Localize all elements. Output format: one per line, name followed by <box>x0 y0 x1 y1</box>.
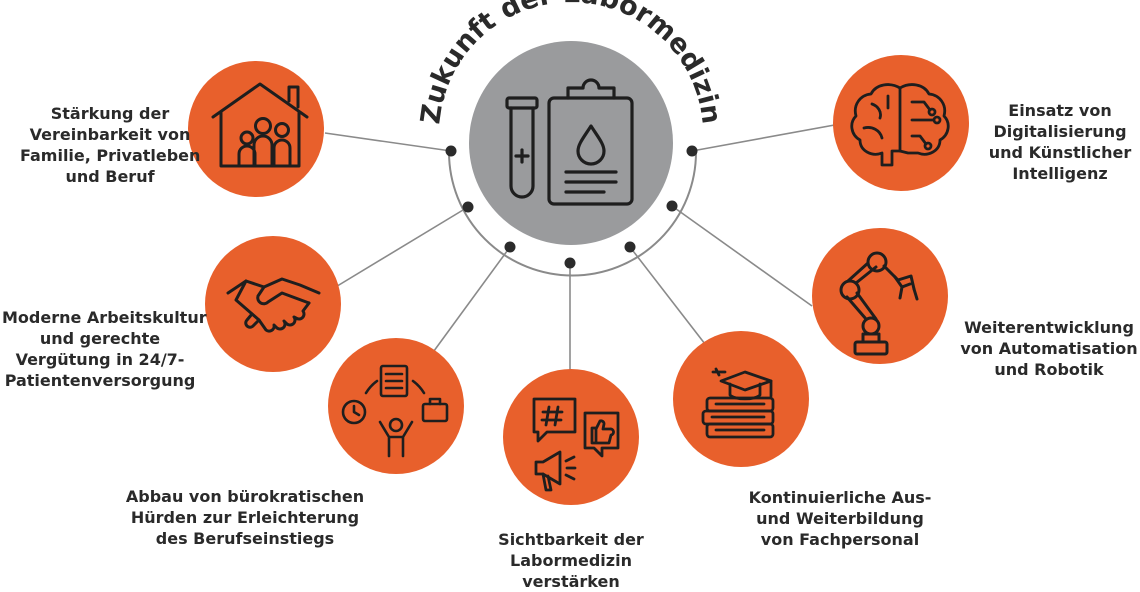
handshake-icon <box>226 277 321 333</box>
node-ai <box>833 55 969 191</box>
connector-education <box>629 246 706 345</box>
brain-circuit-icon <box>850 83 950 167</box>
family-house-icon <box>211 82 309 168</box>
label-ai: Einsatz von Digitalisierung und Künstlic… <box>988 101 1132 183</box>
node-visibility <box>503 369 639 505</box>
connector-culture <box>328 206 469 292</box>
connector-dots <box>445 145 698 269</box>
books-graduation-cap-icon <box>701 367 775 439</box>
node-circle <box>205 236 341 372</box>
label-visibility: Sichtbarkeit der Labormedizin verstärken <box>498 530 644 591</box>
connector-bureaucracy <box>430 246 511 356</box>
label-education: Kontinuierliche Aus- und Weiterbildung v… <box>748 488 932 549</box>
node-education <box>673 331 809 467</box>
node-circle <box>812 228 948 364</box>
label-bureaucracy: Abbau von bürokratischen Hürden zur Erle… <box>125 487 365 548</box>
hub <box>469 41 673 245</box>
connector-ai <box>691 123 841 152</box>
workflow-person-icon <box>341 364 449 458</box>
node-circle <box>328 338 464 474</box>
label-automation: Weiterentwicklung von Automatisation und… <box>960 318 1138 379</box>
node-bureaucracy <box>328 338 464 474</box>
social-media-megaphone-icon <box>532 397 620 492</box>
label-culture: Moderne Arbeitskultur und gerechte Vergü… <box>2 308 207 390</box>
node-culture <box>205 236 341 372</box>
label-family: Stärkung der Vereinbarkeit von Familie, … <box>20 104 201 186</box>
test-tube-clipboard-blood-drop-icon <box>505 78 634 206</box>
connector-lines <box>324 123 841 382</box>
connector-automation <box>671 205 813 307</box>
connector-family <box>324 132 452 152</box>
node-automation <box>812 228 948 364</box>
node-family <box>188 61 324 197</box>
hub-circle <box>469 41 673 245</box>
robot-arm-icon <box>839 251 919 356</box>
